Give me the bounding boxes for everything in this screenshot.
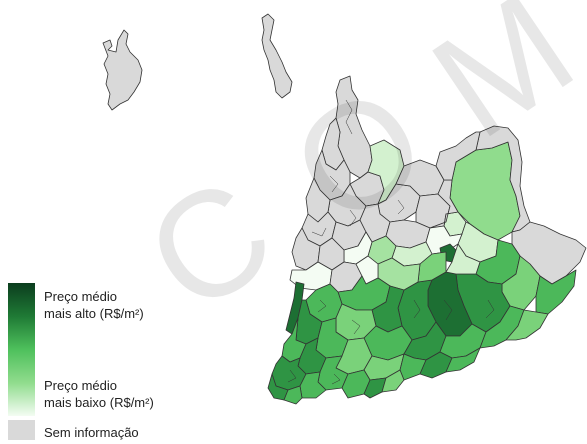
region-sw-14 xyxy=(363,377,387,399)
boundary-line xyxy=(331,373,341,385)
boundary-line xyxy=(311,227,327,237)
region-se-8 xyxy=(445,243,481,275)
map-regions xyxy=(102,13,587,405)
boundary-line xyxy=(485,299,495,319)
region-island-left xyxy=(102,29,143,111)
region-northeast-gray-3 xyxy=(435,131,481,181)
boundary-line xyxy=(349,209,357,227)
region-sw-15 xyxy=(381,369,405,393)
boundary-line xyxy=(413,299,421,319)
boundary-line xyxy=(351,319,361,335)
region-se-3 xyxy=(535,269,577,315)
boundary-line xyxy=(443,299,453,321)
municipal-boundaries xyxy=(287,99,495,385)
region-sw-13 xyxy=(283,385,303,405)
boundary-line xyxy=(329,175,339,193)
boundary-line xyxy=(397,199,405,215)
boundary-line xyxy=(317,299,327,313)
boundary-line xyxy=(345,99,353,135)
region-s-11 xyxy=(505,309,549,341)
region-sw-11 xyxy=(445,347,481,373)
boundary-line xyxy=(287,369,297,383)
region-island-right xyxy=(261,13,293,99)
